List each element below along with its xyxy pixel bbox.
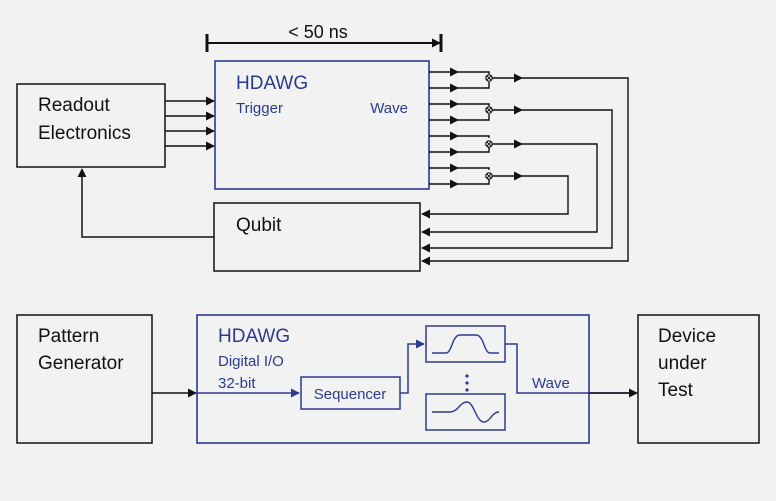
hdawg-dio-label-line1: Digital I/O <box>218 353 284 370</box>
pattern-label-line2: Generator <box>38 353 124 374</box>
mixer-icons <box>485 74 493 180</box>
hdawg-bottom-box: HDAWG Digital I/O 32-bit Wave <box>196 314 590 444</box>
sequencer-to-waveform-arrow <box>400 339 425 394</box>
pattern-label-line1: Pattern <box>38 326 99 347</box>
mixer-channels <box>421 71 629 266</box>
mixer-icon <box>485 140 493 148</box>
bottom-diagram: Pattern Generator HDAWG Digital I/O 32-b… <box>16 314 760 444</box>
mixer-icon <box>485 172 493 180</box>
hdawg-bottom-wave-label: Wave <box>532 375 570 392</box>
pattern-generator-box: Pattern Generator <box>16 314 153 444</box>
readout-electronics-box: Readout Electronics <box>16 83 166 168</box>
dut-label-line1: Device <box>658 326 716 347</box>
qubit-box: Qubit <box>213 202 421 272</box>
trigger-arrows <box>165 96 215 151</box>
waveform-box-derivative <box>425 393 506 431</box>
hdawg-top-box: HDAWG Trigger Wave <box>214 60 430 190</box>
readout-feedback-arrow <box>77 168 214 238</box>
mixer-icon <box>485 106 493 114</box>
top-diagram: < 50 ns Readout Electronics HDAWG Trigge… <box>16 22 629 272</box>
dut-label-line3: Test <box>658 380 694 401</box>
wave-output-line <box>505 343 636 394</box>
readout-label-line1: Readout <box>38 95 111 116</box>
wave-output-arrows <box>429 67 459 189</box>
waveform-box-pulse <box>425 325 506 363</box>
pulse-waveform-icon <box>432 334 499 354</box>
sequencer-box: Sequencer <box>300 376 401 410</box>
timing-label: < 50 ns <box>288 22 348 42</box>
readout-label-line2: Electronics <box>38 123 131 144</box>
mixer-icon <box>485 74 493 82</box>
ellipsis-icon <box>465 374 469 392</box>
timing-bracket: < 50 ns <box>205 22 443 52</box>
hdawg-dio-label-line2: 32-bit <box>218 375 256 392</box>
dut-label-line2: under <box>658 353 707 374</box>
device-under-test-box: Device under Test <box>637 314 760 444</box>
hdawg-top-title: HDAWG <box>236 73 308 94</box>
qubit-label: Qubit <box>236 215 282 236</box>
derivative-waveform-icon <box>432 401 500 423</box>
hdawg-top-wave-label: Wave <box>370 100 408 117</box>
hdawg-top-trigger-label: Trigger <box>236 100 283 117</box>
sequencer-label: Sequencer <box>314 386 387 403</box>
hdawg-bottom-title: HDAWG <box>218 326 290 347</box>
